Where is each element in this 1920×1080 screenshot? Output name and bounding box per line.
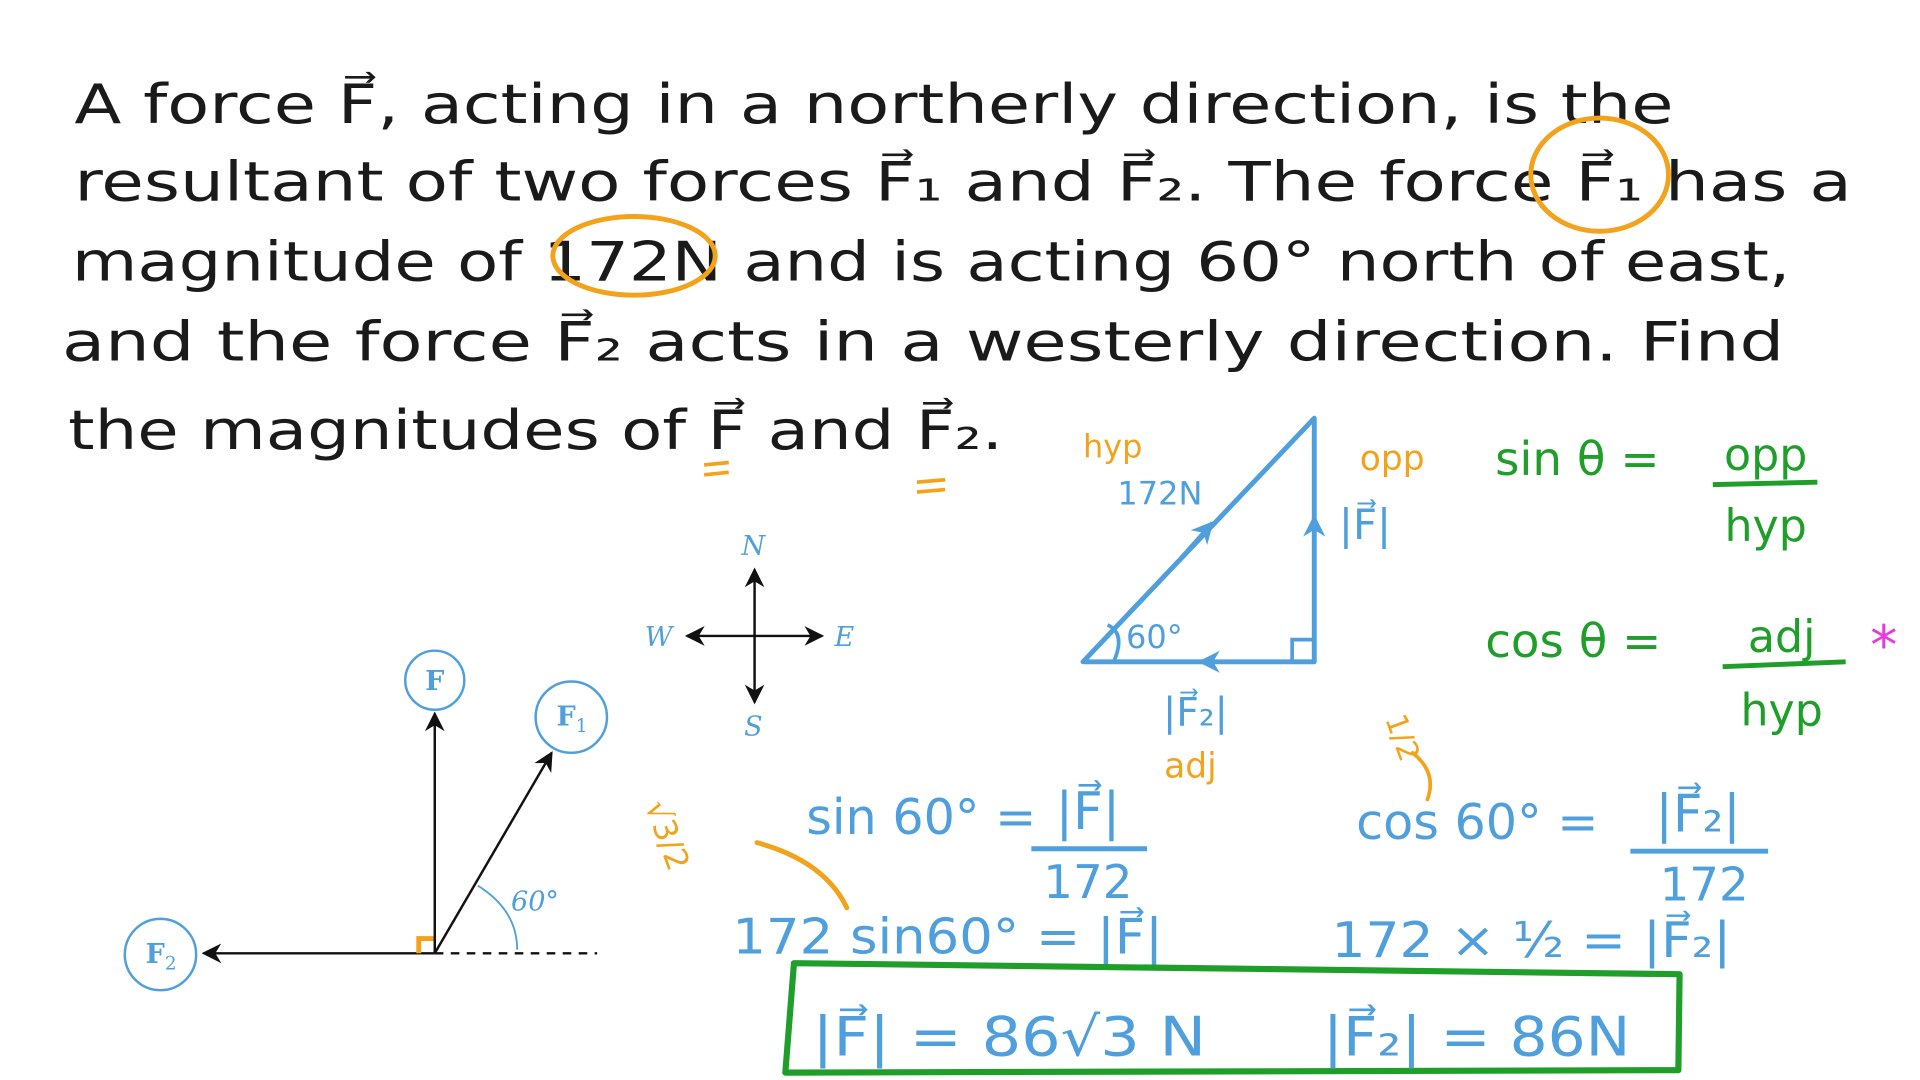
answer-f-magnitude: |F⃗| = 86√3 N (812, 1004, 1206, 1069)
hyp-value: 172N (1117, 474, 1202, 512)
sin-formula-numerator: opp (1724, 430, 1807, 481)
angle-label: 60° (511, 886, 559, 917)
sqrt3-over-2-note: √3/2 (637, 795, 697, 875)
answer-f2-magnitude: |F⃗₂| = 86N (1323, 1004, 1631, 1069)
underline-marks (703, 460, 946, 494)
compass-north: N (741, 531, 767, 562)
compass-east: E (833, 622, 854, 653)
highlight-f1-circle (1528, 115, 1671, 234)
sin-formula-lhs: sin θ = (1495, 433, 1659, 487)
working-steps: √3/2 1/2 sin 60° = |F⃗| 172 cos 60° = |F… (637, 710, 1769, 969)
trig-formulas: sin θ = opp hyp cos θ = adj hyp * (1485, 430, 1897, 737)
cos-formula-numerator: adj (1748, 612, 1816, 663)
problem-line-3: magnitude of 172N and is acting 60° nort… (72, 230, 1790, 293)
sin-equation-numerator: |F⃗| (1056, 780, 1121, 842)
answer-box: |F⃗| = 86√3 N |F⃗₂| = 86N (782, 960, 1683, 1076)
adj-label: adj (1164, 746, 1217, 786)
hyp-label: hyp (1083, 428, 1142, 466)
angle-arc (477, 884, 519, 950)
problem-line-5: the magnitudes of F⃗ and F⃗₂. (68, 397, 1003, 462)
right-triangle: hyp 172N opp |F⃗| 60° |F⃗₂| adj (1080, 415, 1425, 786)
problem-line-2: resultant of two forces F⃗₁ and F⃗₂. The… (74, 149, 1851, 214)
opp-label: opp (1360, 439, 1425, 479)
opp-value: |F⃗| (1339, 499, 1391, 549)
sin-formula-denominator: hyp (1725, 501, 1807, 552)
sin-step: 172 sin60° = |F⃗| (732, 906, 1163, 965)
compass-west: W (645, 622, 675, 653)
f2-label: F2 (146, 939, 177, 974)
triangle-angle: 60° (1126, 618, 1183, 656)
cos-formula-lhs: cos θ = (1485, 615, 1661, 669)
compass-south: S (744, 712, 763, 743)
cos-equation-lhs: cos 60° = (1356, 793, 1598, 851)
f1-arrow (433, 751, 553, 954)
star-mark: * (1870, 614, 1897, 677)
problem-line-4: and the force F⃗₂ acts in a westerly dir… (62, 309, 1784, 374)
vector-diagram: 60° F F1 F2 (123, 649, 609, 992)
compass-rose: N S W E (645, 531, 855, 743)
problem-statement: A force F⃗, acting in a northerly direct… (62, 71, 1852, 462)
sin-equation-lhs: sin 60° = (806, 788, 1036, 846)
cos-equation-numerator: |F⃗₂| (1655, 782, 1740, 844)
right-angle-mark (416, 936, 434, 954)
f1-label-circle (534, 680, 609, 755)
cos-equation-denominator: 172 (1660, 858, 1749, 912)
f2-label-circle (123, 917, 198, 992)
cos-formula-denominator: hyp (1741, 686, 1823, 737)
f-label: F (425, 666, 444, 697)
cos-step: 172 × ½ = |F⃗₂| (1331, 910, 1731, 969)
f-label-circle (404, 649, 466, 711)
highlight-172n-circle (550, 214, 718, 298)
f1-label: F1 (557, 702, 588, 737)
problem-line-1: A force F⃗, acting in a northerly direct… (74, 71, 1673, 136)
adj-value: |F⃗₂| (1163, 689, 1228, 736)
sin-equation-denominator: 172 (1043, 856, 1132, 910)
